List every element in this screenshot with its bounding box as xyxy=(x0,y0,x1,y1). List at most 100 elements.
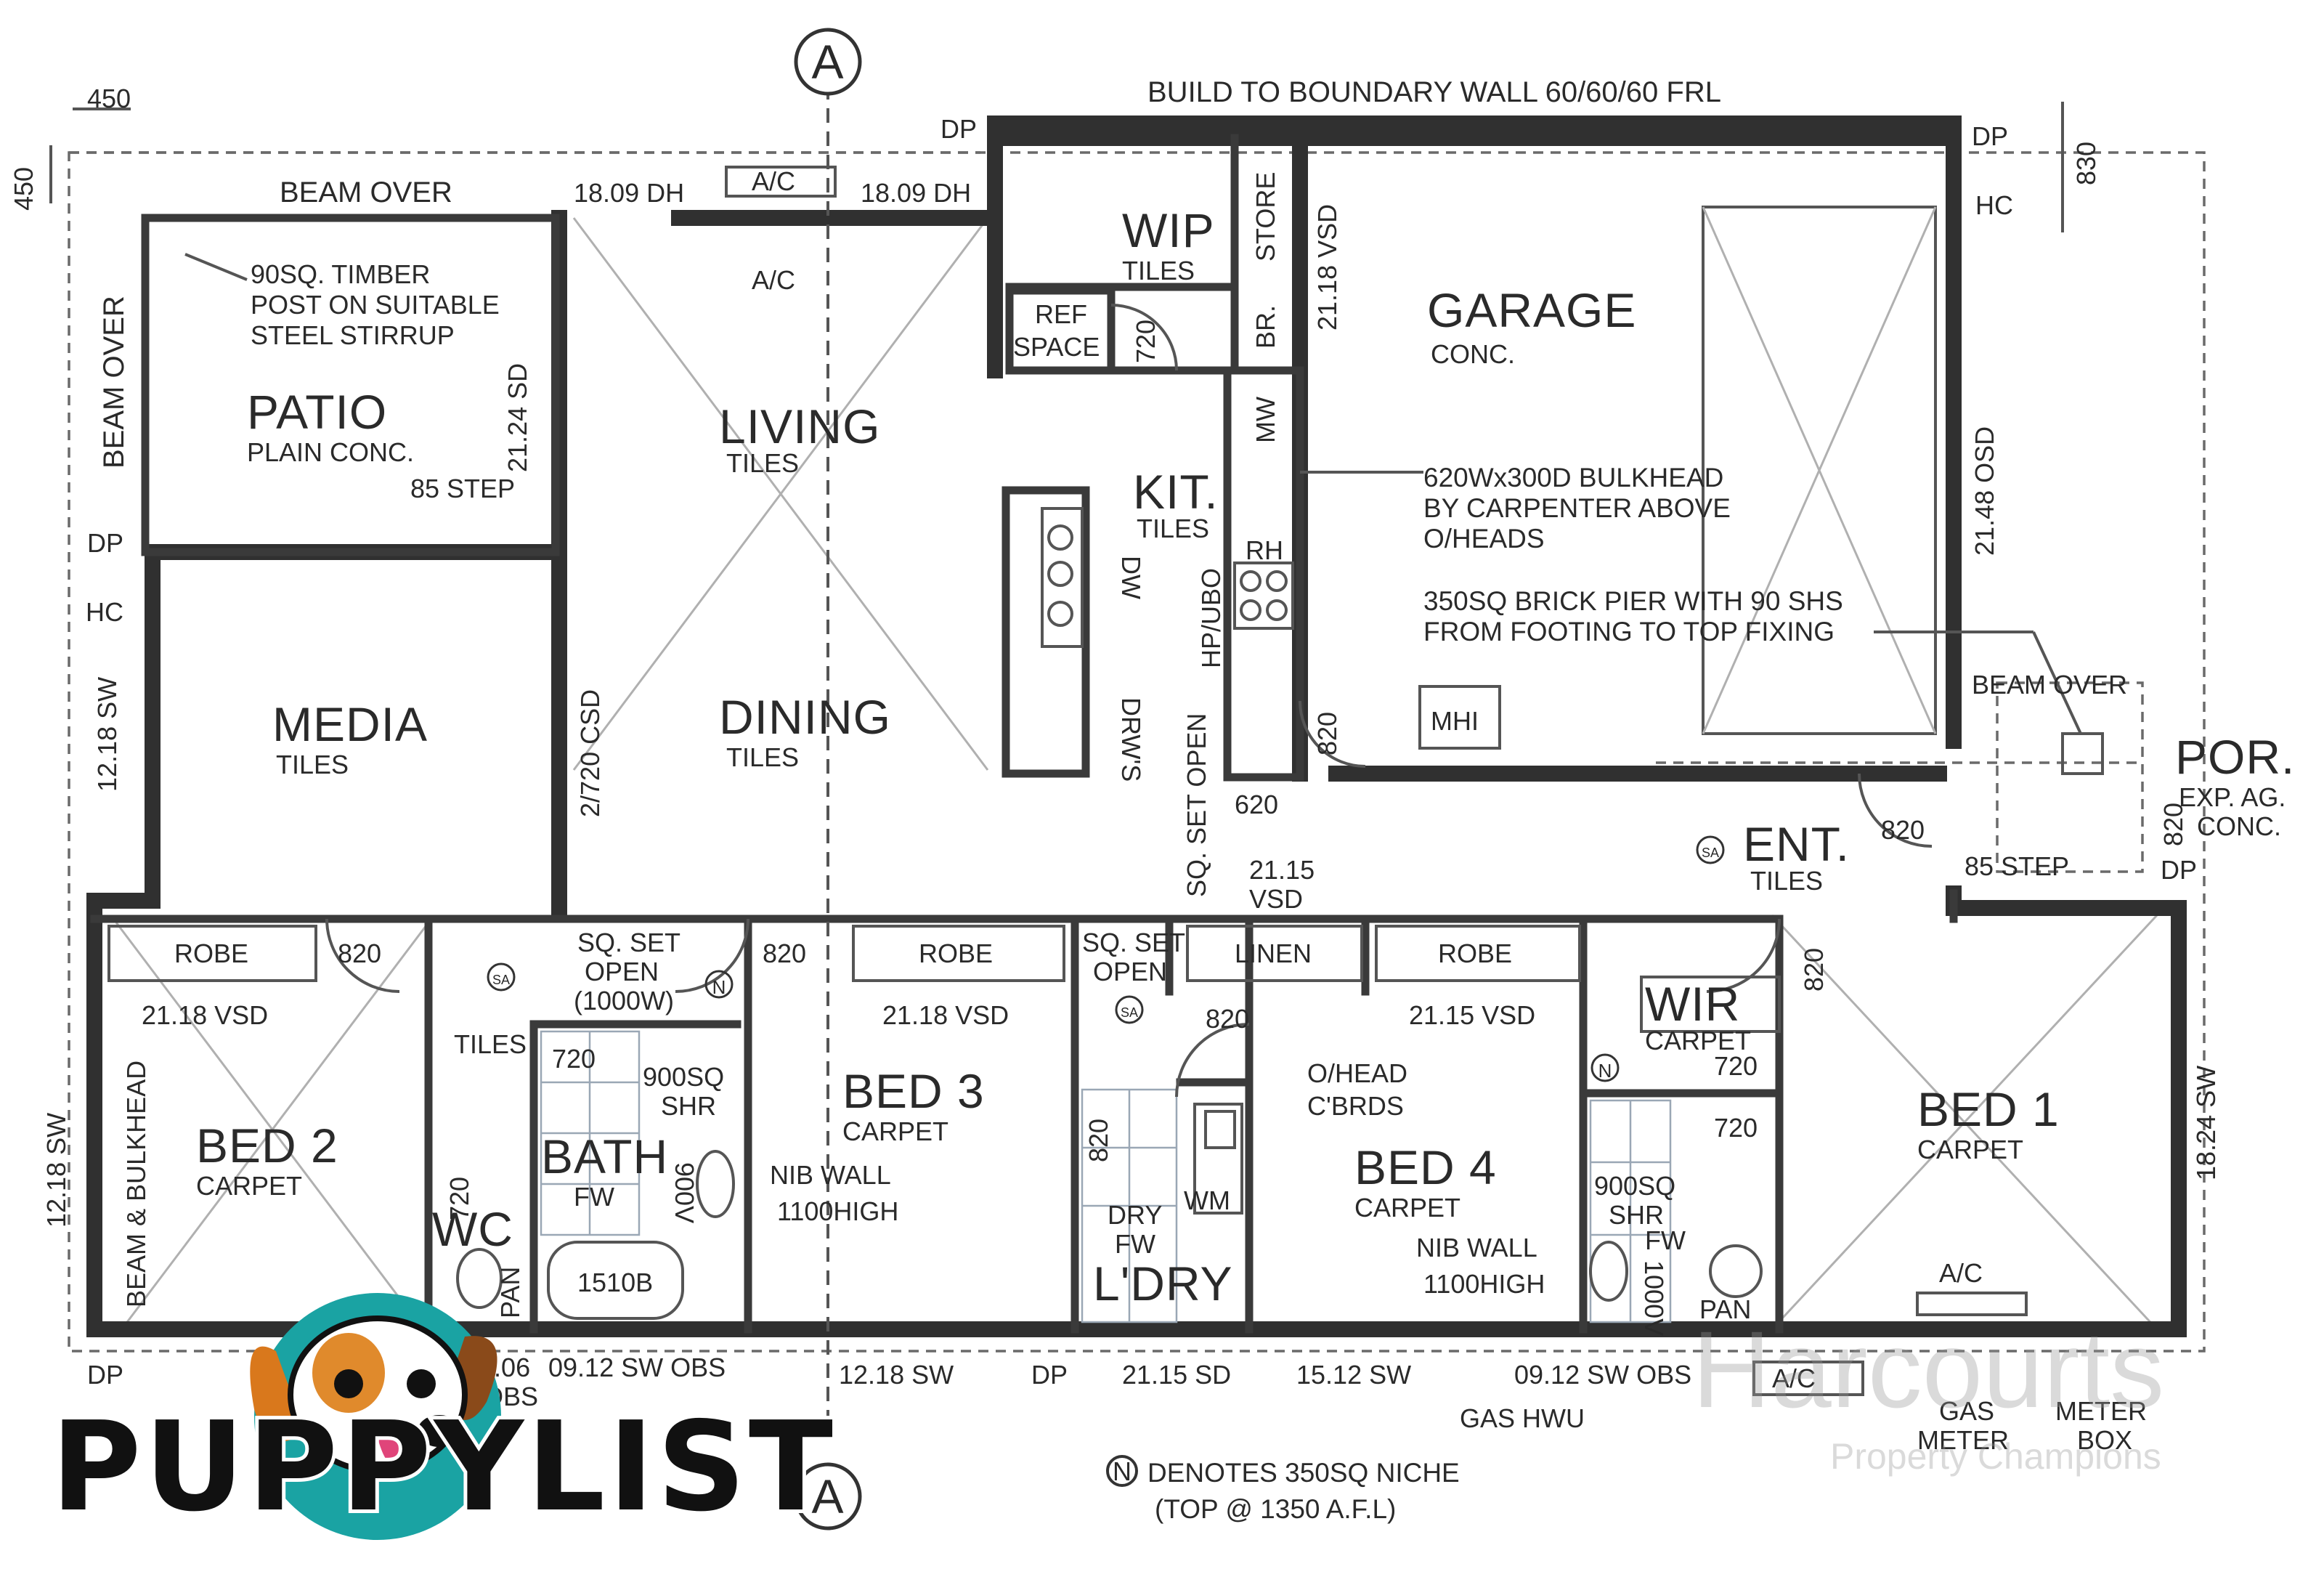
wir-shelf xyxy=(1640,976,1781,1033)
bed1-ac-unit xyxy=(1916,1292,2028,1316)
porch-outline xyxy=(1996,681,2144,873)
dim-sq-set: SQ. SET OPEN xyxy=(1182,713,1211,897)
door-wip xyxy=(1110,304,1178,371)
dim-bottom-0912: 09.12 SW OBS xyxy=(548,1353,726,1382)
bathtub-size: 1510B xyxy=(577,1268,653,1297)
dryer: DRY xyxy=(1108,1200,1162,1230)
garage-finish: CONC. xyxy=(1431,339,1515,369)
bath-basin xyxy=(696,1150,735,1218)
wip-name: WIP xyxy=(1122,203,1215,257)
dog-mascot-icon xyxy=(250,1293,501,1540)
step-patio: 85 STEP xyxy=(410,474,515,503)
wip-finish: TILES xyxy=(1122,256,1195,285)
ac-top: A/C xyxy=(752,166,795,196)
dim-ac-left: 18.09 DH xyxy=(574,178,684,208)
dim-ac-right: 18.09 DH xyxy=(861,178,971,208)
fixtures xyxy=(456,166,2104,1396)
cooktop-burner xyxy=(1266,599,1288,621)
logo-wordmark: PUPPYLIST xyxy=(47,1392,837,1543)
annotations: BEAM OVER BEAM OVER BEAM OVER BEAM & BUL… xyxy=(86,114,2197,1524)
dim-patio-sd: 21.24 SD xyxy=(503,363,532,472)
bed1-finish: CARPET xyxy=(1917,1135,2023,1164)
bed2-name: BED 2 xyxy=(196,1119,338,1172)
garage-name: GARAGE xyxy=(1427,283,1636,337)
cooktop xyxy=(1233,561,1294,630)
gas-meter-1: GAS xyxy=(1939,1396,1994,1426)
niche-bath xyxy=(704,970,734,999)
media-finish: TILES xyxy=(276,750,349,779)
door-garage xyxy=(1299,700,1366,768)
watermark-subtitle: Property Champions xyxy=(1830,1436,2161,1477)
v1000-ensuite: 1000V xyxy=(1639,1260,1669,1336)
dining-finish: TILES xyxy=(726,742,799,772)
smoke-alarm-entry xyxy=(1696,835,1725,864)
dim-2115-vsd: VSD xyxy=(1249,884,1303,914)
washing-machine: WM xyxy=(1184,1185,1230,1215)
dim-media-sw: 12.18 SW xyxy=(92,677,122,792)
door-820-laundry: 820 xyxy=(1084,1119,1113,1162)
site-boundary xyxy=(68,151,2206,1353)
entry-name: ENT. xyxy=(1743,817,1850,871)
dimensions: 450 450 830 21.24 SD 18.09 DH 18.09 DH 2… xyxy=(9,84,2221,1411)
agency-watermark: Harcourts Property Champions xyxy=(1692,1308,2273,1525)
wc-toilet xyxy=(456,1248,503,1309)
door-bed2 xyxy=(325,918,400,993)
room-labels: PATIO PLAIN CONC. LIVING TILES WIP TILES… xyxy=(196,203,2294,1310)
vsd-bed2: 21.18 VSD xyxy=(142,1000,268,1030)
logo-mark-shape xyxy=(378,1438,407,1464)
porch-finish-2: CONC. xyxy=(2197,811,2281,841)
porch-finish-1: EXP. AG. xyxy=(2179,782,2286,812)
pier-leader-end xyxy=(2032,631,2082,734)
pier-note-2: FROM FOOTING TO TOP FIXING xyxy=(1423,617,1835,646)
robe-bed3-label: ROBE xyxy=(919,938,993,968)
meter-box-1: METER xyxy=(2055,1396,2147,1426)
patio-finish: PLAIN CONC. xyxy=(247,437,414,467)
living-finish: TILES xyxy=(726,448,799,478)
logo-mark-circle xyxy=(334,1369,363,1398)
section-circle-top xyxy=(794,28,862,96)
ceiling-diagonals xyxy=(115,206,2158,1337)
smoke-alarm-bed-label: SA xyxy=(1121,1005,1138,1020)
hc-left: HC xyxy=(86,597,123,627)
cooktop-burner xyxy=(1266,570,1288,592)
bulkhead-note-3: O/HEADS xyxy=(1423,524,1545,554)
niche-ensuite-letter: N xyxy=(1598,1060,1612,1082)
ldry-name: L'DRY xyxy=(1093,1257,1232,1310)
nib-wall-bath-2: 1100HIGH xyxy=(777,1196,898,1226)
fw-ensuite: FW xyxy=(1645,1225,1686,1255)
nib-wall-ens-2: 1100HIGH xyxy=(1423,1269,1545,1299)
pier-note-1: 350SQ BRICK PIER WITH 90 SHS xyxy=(1423,586,1843,616)
dp-top-left: DP xyxy=(940,114,977,144)
section-letter-top: A xyxy=(811,35,844,89)
hp-ubo-label: HP/UBO xyxy=(1196,568,1226,668)
dim-bottom-0912b: 09.12 SW OBS xyxy=(1514,1360,1691,1390)
v900-bath: 900V xyxy=(670,1162,699,1223)
bed4-finish: CARPET xyxy=(1354,1193,1460,1223)
niche-legend-1: DENOTES 350SQ NICHE xyxy=(1147,1458,1460,1488)
boundary-wall-title: BUILD TO BOUNDARY WALL 60/60/60 FRL xyxy=(1147,76,1721,108)
dim-820-entry-b: 820 xyxy=(2158,803,2188,846)
logo-mark-circle xyxy=(407,1369,436,1398)
kit-name: KIT. xyxy=(1133,465,1219,519)
shower-ens-1: 900SQ xyxy=(1594,1171,1675,1201)
robe-bed3 xyxy=(852,925,1065,982)
dim-garage-vsd: 21.18 VSD xyxy=(1312,204,1342,331)
garage-car-outline xyxy=(1702,206,1937,735)
door-820-bed4: 820 xyxy=(1206,1004,1249,1034)
media-name: MEDIA xyxy=(272,697,428,751)
niche-symbol-circle xyxy=(1106,1455,1138,1487)
living-diagonal-b xyxy=(572,217,989,771)
dim-bed1-sw: 18.24 SW xyxy=(2191,1066,2221,1180)
ref-label-1: REF xyxy=(1035,299,1087,329)
dp-bottom-left: DP xyxy=(87,1360,123,1390)
bed1-name: BED 1 xyxy=(1917,1082,2060,1136)
sink-bowl-b xyxy=(1047,561,1073,587)
dp-top-right: DP xyxy=(1972,121,2008,151)
shower-ens-2: SHR xyxy=(1609,1200,1664,1230)
bed2-finish: CARPET xyxy=(196,1171,302,1201)
dim-bottom-1218: 12.18 SW xyxy=(839,1360,954,1390)
door-720-bath: 720 xyxy=(552,1044,596,1074)
patio-outline xyxy=(141,214,560,556)
ac-bottom: A/C xyxy=(1772,1363,1816,1393)
smoke-alarm-hall xyxy=(487,962,516,992)
